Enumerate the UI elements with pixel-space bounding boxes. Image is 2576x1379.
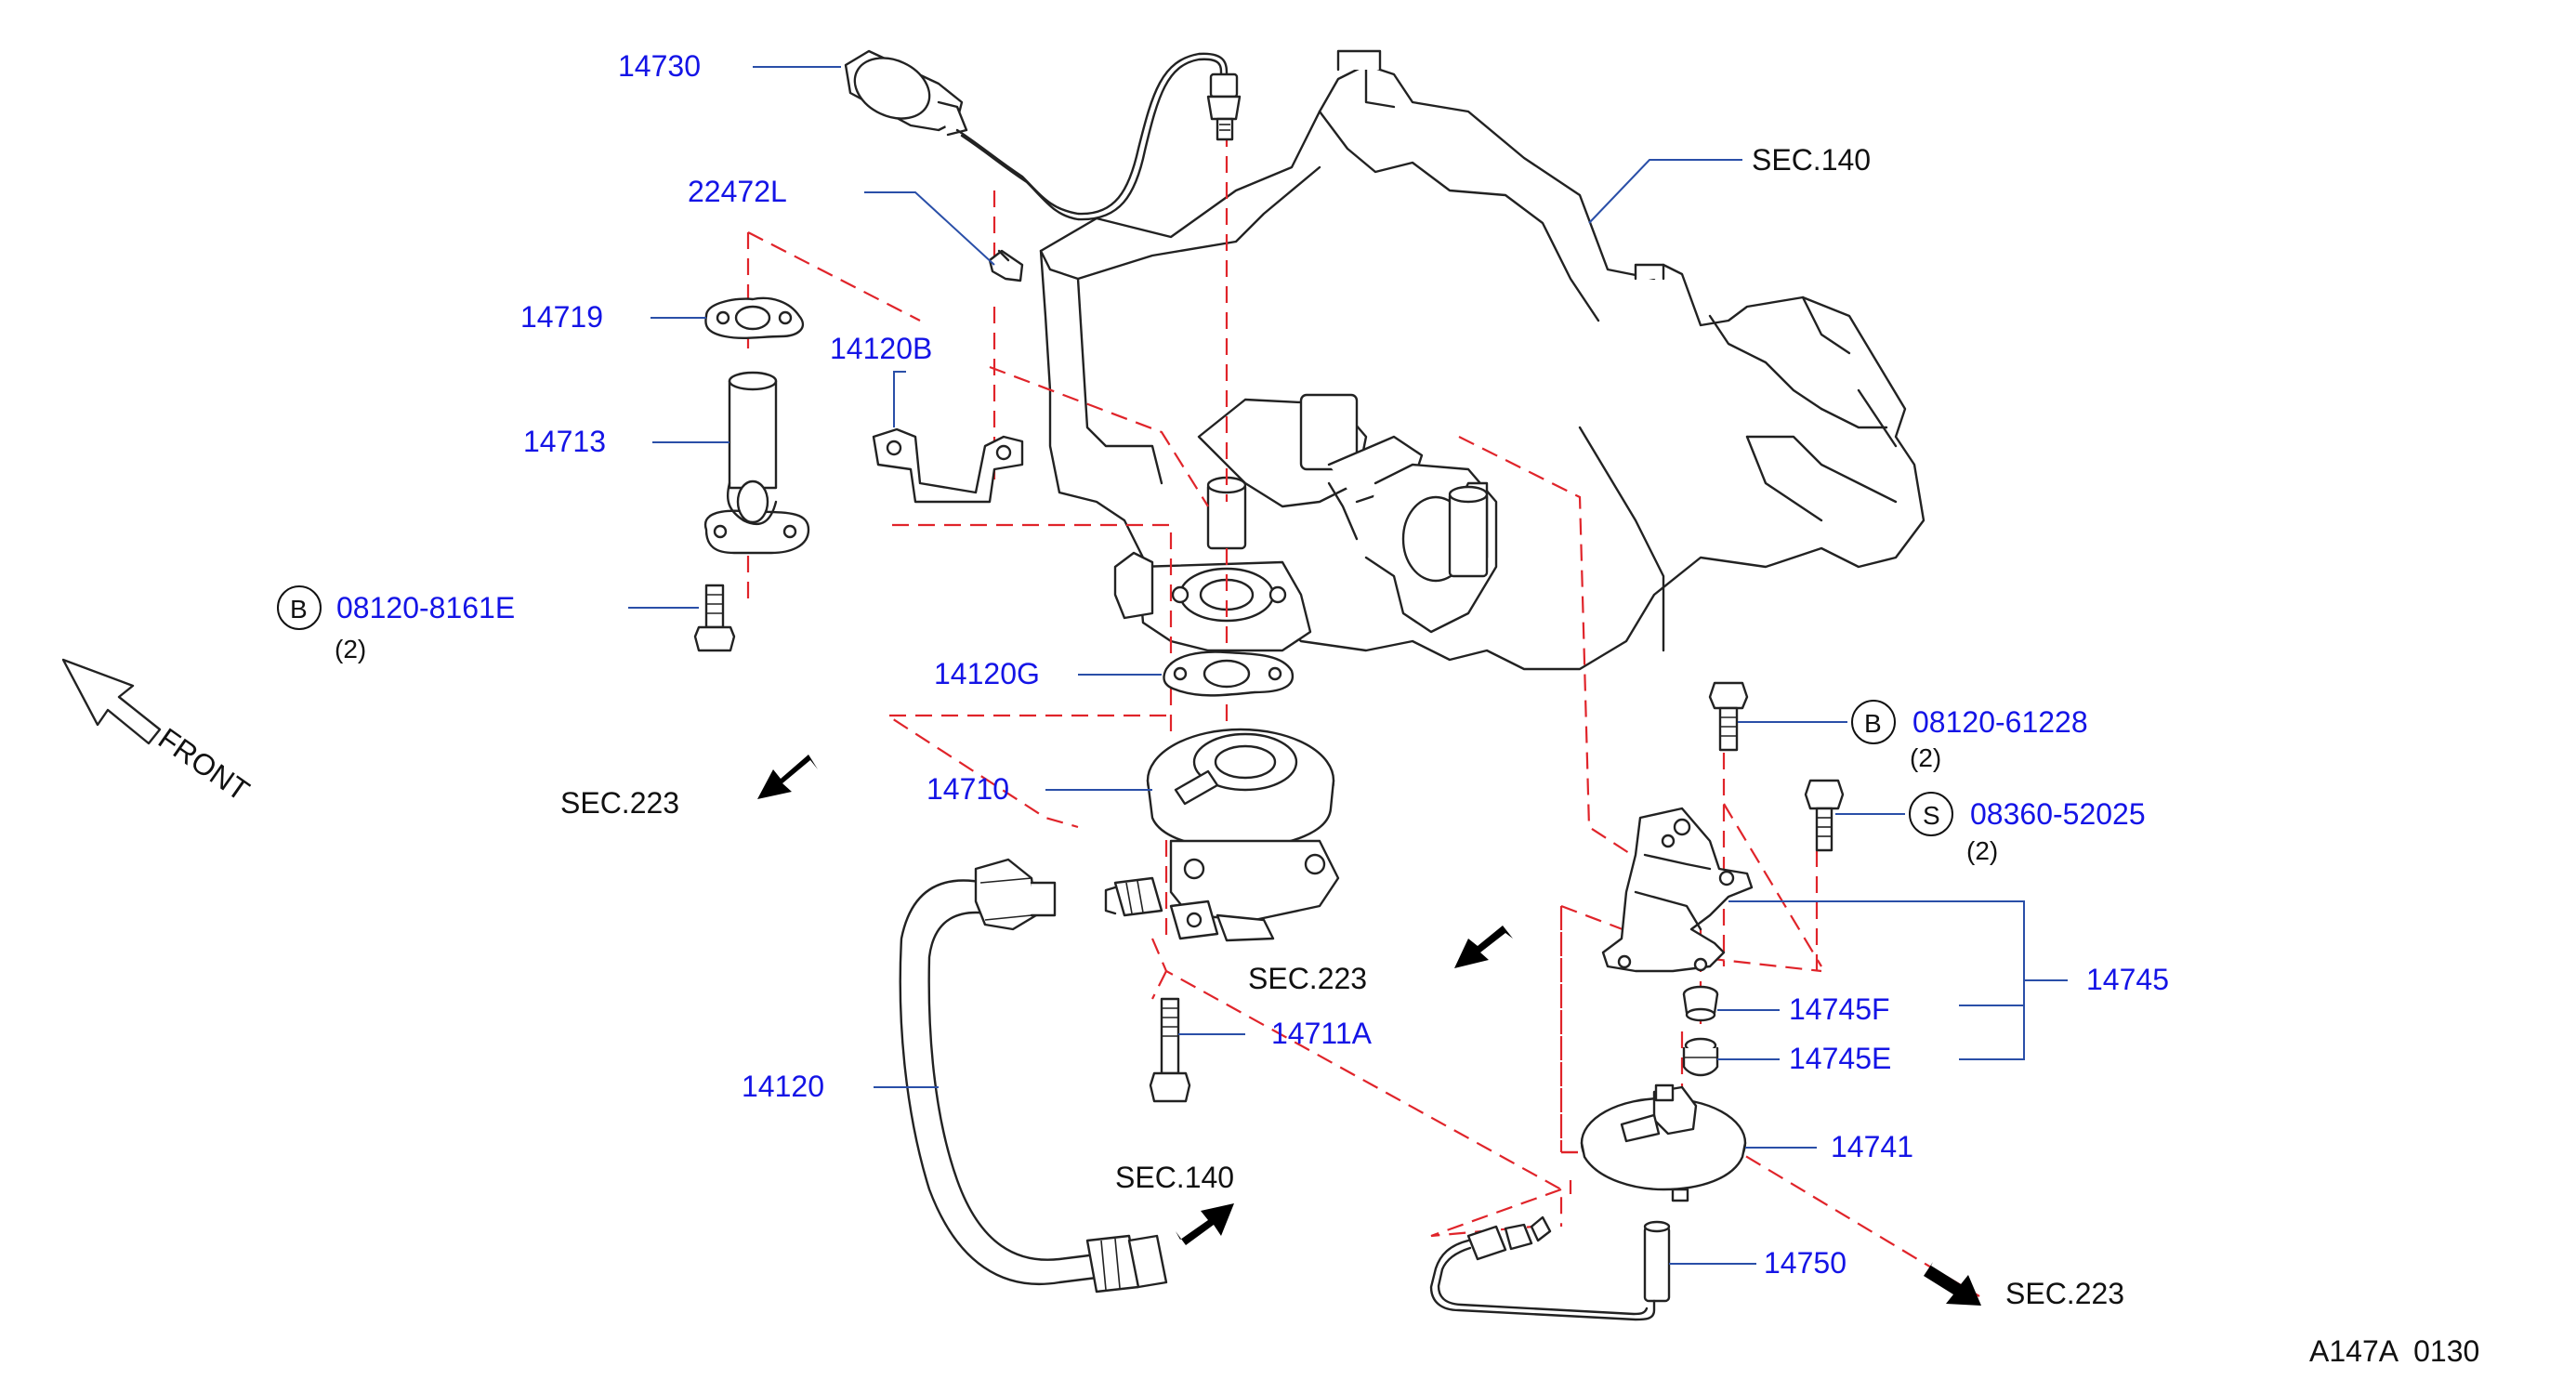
label-14730[interactable]: 14730 <box>618 49 701 83</box>
grommet-14745e[interactable] <box>1682 1037 1719 1077</box>
bolt-14711a[interactable] <box>1149 997 1191 1103</box>
connector-22472l[interactable] <box>988 249 1024 282</box>
qty-08120-8161e: (2) <box>335 635 366 663</box>
label-08120-8161e[interactable]: 08120-8161E <box>336 591 515 624</box>
vacuum-hose-14750[interactable] <box>1429 1215 1671 1321</box>
qty-08360-52025: (2) <box>1966 836 1998 865</box>
label-14719[interactable]: 14719 <box>520 300 603 334</box>
label-14711a[interactable]: 14711A <box>1271 1017 1373 1050</box>
label-14120b[interactable]: 14120B <box>830 332 932 365</box>
diagram-code: A147A 0130 <box>2309 1334 2479 1368</box>
sec140-top-label[interactable]: SEC.140 <box>1752 143 1871 177</box>
intake-manifold <box>1039 49 1925 671</box>
badge-s-1 <box>1909 792 1953 836</box>
sec223-mid-label[interactable]: SEC.223 <box>1248 962 1367 995</box>
label-14745e[interactable]: 14745E <box>1789 1042 1891 1075</box>
label-14120[interactable]: 14120 <box>742 1070 824 1103</box>
part-labels: 14730 22472L 14719 14713 14120B 14120G 1… <box>277 49 2169 1280</box>
label-14120g[interactable]: 14120G <box>934 657 1040 690</box>
label-14741[interactable]: 14741 <box>1831 1130 1913 1163</box>
gasket-14120g[interactable] <box>1163 650 1295 697</box>
vacuum-valve-14741[interactable] <box>1580 1084 1747 1202</box>
bracket-14745[interactable] <box>1601 807 1754 973</box>
label-14750[interactable]: 14750 <box>1764 1246 1847 1280</box>
arrow-sec223-left <box>757 755 818 799</box>
label-14745f[interactable]: 14745F <box>1789 992 1890 1026</box>
bolt-08120-61228[interactable] <box>1708 681 1749 752</box>
section-arrows <box>757 755 1981 1306</box>
collar-14745f[interactable] <box>1682 985 1719 1022</box>
screw-08360-52025[interactable] <box>1804 779 1845 852</box>
badge-b-2 <box>1851 700 1896 744</box>
egr-pipe-14120[interactable] <box>899 858 1168 1294</box>
egr-temperature-sensor-14730[interactable] <box>844 46 1242 221</box>
bolt-08120-8161e[interactable] <box>693 584 736 652</box>
sec223-right-label[interactable]: SEC.223 <box>2005 1277 2124 1310</box>
egr-tube-14713[interactable] <box>703 371 810 555</box>
badge-s-1-letter: S <box>1923 801 1940 830</box>
arrow-sec140-bottom <box>1176 1203 1234 1245</box>
label-14745[interactable]: 14745 <box>2086 963 2169 996</box>
section-labels: SEC.140 SEC.223 SEC.223 SEC.140 SEC.223 <box>560 143 2124 1310</box>
front-label: FRONT <box>152 721 256 808</box>
front-arrow: FRONT <box>61 658 256 808</box>
sec140-bottom-label[interactable]: SEC.140 <box>1115 1161 1234 1194</box>
arrow-sec223-right <box>1924 1262 1981 1306</box>
egr-valve-14710[interactable] <box>1104 728 1340 942</box>
label-14713[interactable]: 14713 <box>523 425 606 458</box>
label-14710[interactable]: 14710 <box>927 772 1009 806</box>
badge-b-2-letter: B <box>1864 709 1882 738</box>
sec223-left-label[interactable]: SEC.223 <box>560 786 679 820</box>
front-arrow-icon <box>61 658 162 745</box>
qty-08120-61228: (2) <box>1910 743 1941 772</box>
arrow-sec223-mid <box>1454 926 1513 968</box>
badge-b-1-letter: B <box>290 595 308 624</box>
badge-b-1 <box>277 585 322 630</box>
label-22472l[interactable]: 22472L <box>688 175 787 208</box>
label-08360-52025[interactable]: 08360-52025 <box>1970 797 2146 831</box>
label-08120-61228[interactable]: 08120-61228 <box>1912 705 2088 739</box>
bracket-14120b[interactable] <box>872 427 1024 504</box>
gasket-14719[interactable] <box>704 296 805 339</box>
leader-lines <box>628 66 2068 1265</box>
